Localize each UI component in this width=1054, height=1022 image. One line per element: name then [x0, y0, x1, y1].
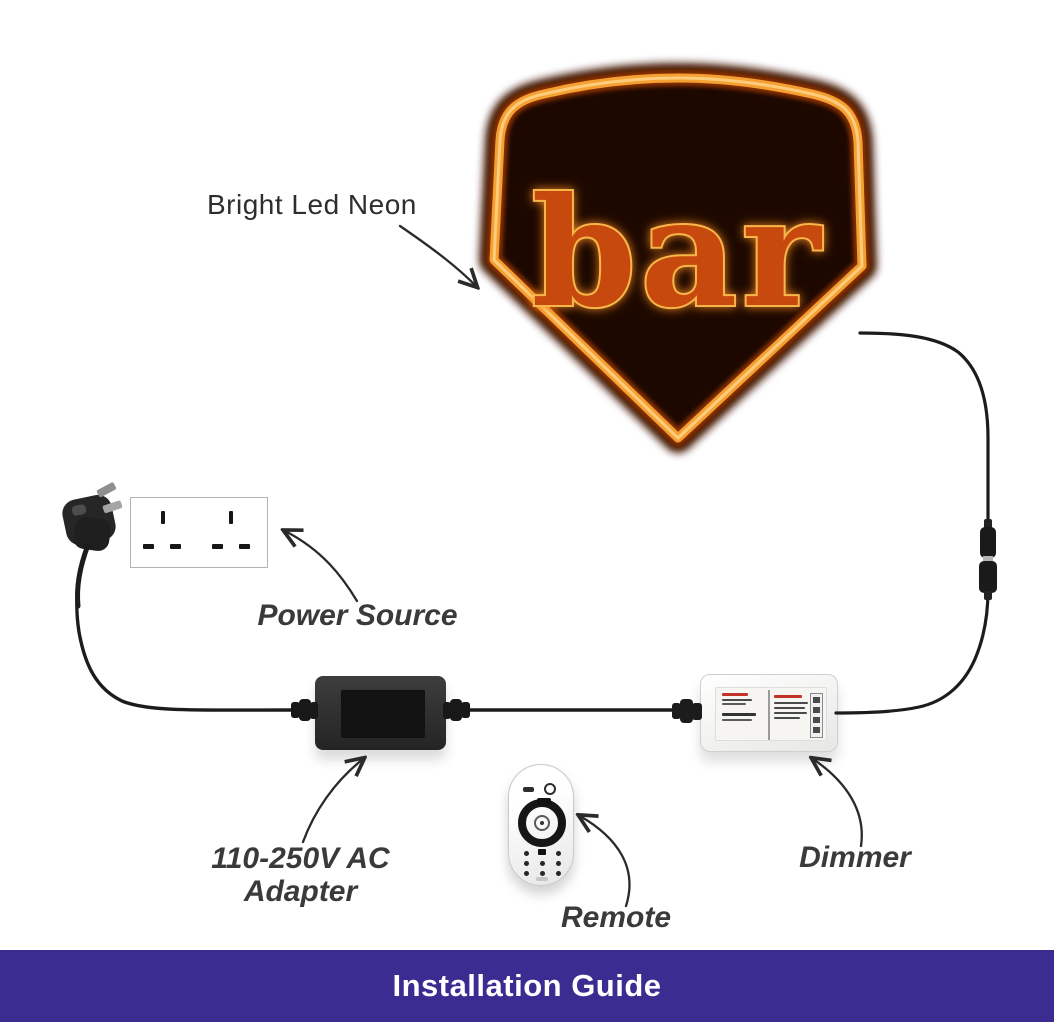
banner-title: Installation Guide — [392, 968, 662, 1003]
arrow-to-adapter — [301, 759, 363, 844]
outlet-earth-slot — [161, 511, 165, 524]
remote-onoff-button — [523, 787, 534, 792]
arrow-to-dimmer — [813, 759, 863, 848]
remote-key — [524, 861, 529, 866]
power-plug-icon — [62, 482, 123, 551]
adapter-label: 110-250V AC Adapter — [203, 842, 398, 908]
outlet-pin-slot — [143, 544, 154, 549]
remote-brand-mark — [536, 877, 548, 881]
remote-key — [524, 871, 529, 876]
installation-guide-banner: Installation Guide — [0, 950, 1054, 1022]
adapter-label-line2: Adapter — [243, 875, 358, 908]
bright-led-neon-label: Bright Led Neon — [207, 189, 417, 220]
outlet-pin-slot — [170, 544, 181, 549]
remote-key — [540, 871, 545, 876]
remote-key — [540, 861, 545, 866]
adapter-label-window — [341, 689, 425, 738]
dimmer-icon — [700, 674, 838, 752]
arrow-to-remote — [580, 816, 631, 908]
outlet-earth-slot — [229, 511, 233, 524]
wire-dimmer-to-sign — [834, 331, 990, 715]
outlet-pin-slot — [212, 544, 223, 549]
power-outlet-icon — [130, 497, 268, 568]
remote-key — [524, 851, 529, 856]
arrow-to-neon-sign — [398, 224, 476, 286]
remote-key — [538, 849, 546, 855]
remote-icon — [508, 764, 574, 886]
bar-neon-sign-icon: bar — [479, 63, 877, 453]
arrow-to-power-source — [285, 531, 359, 603]
power-source-label: Power Source — [257, 599, 458, 632]
remote-label: Remote — [560, 901, 672, 934]
cable-connector-icon — [979, 519, 997, 600]
dimmer-spec-label — [715, 687, 827, 741]
remote-key — [556, 871, 561, 876]
remote-key — [556, 851, 561, 856]
dimmer-label: Dimmer — [799, 841, 911, 874]
remote-power-button — [544, 783, 556, 795]
adapter-label-line1: 110-250V AC — [211, 842, 390, 875]
outlet-pin-slot — [239, 544, 250, 549]
dimmer-connector-icon — [672, 699, 702, 723]
remote-key — [556, 861, 561, 866]
dimmer-terminal-block — [810, 693, 823, 738]
ac-adapter-icon — [315, 676, 446, 750]
neon-sign-text: bar — [531, 165, 824, 341]
remote-dim-wheel — [518, 798, 566, 847]
